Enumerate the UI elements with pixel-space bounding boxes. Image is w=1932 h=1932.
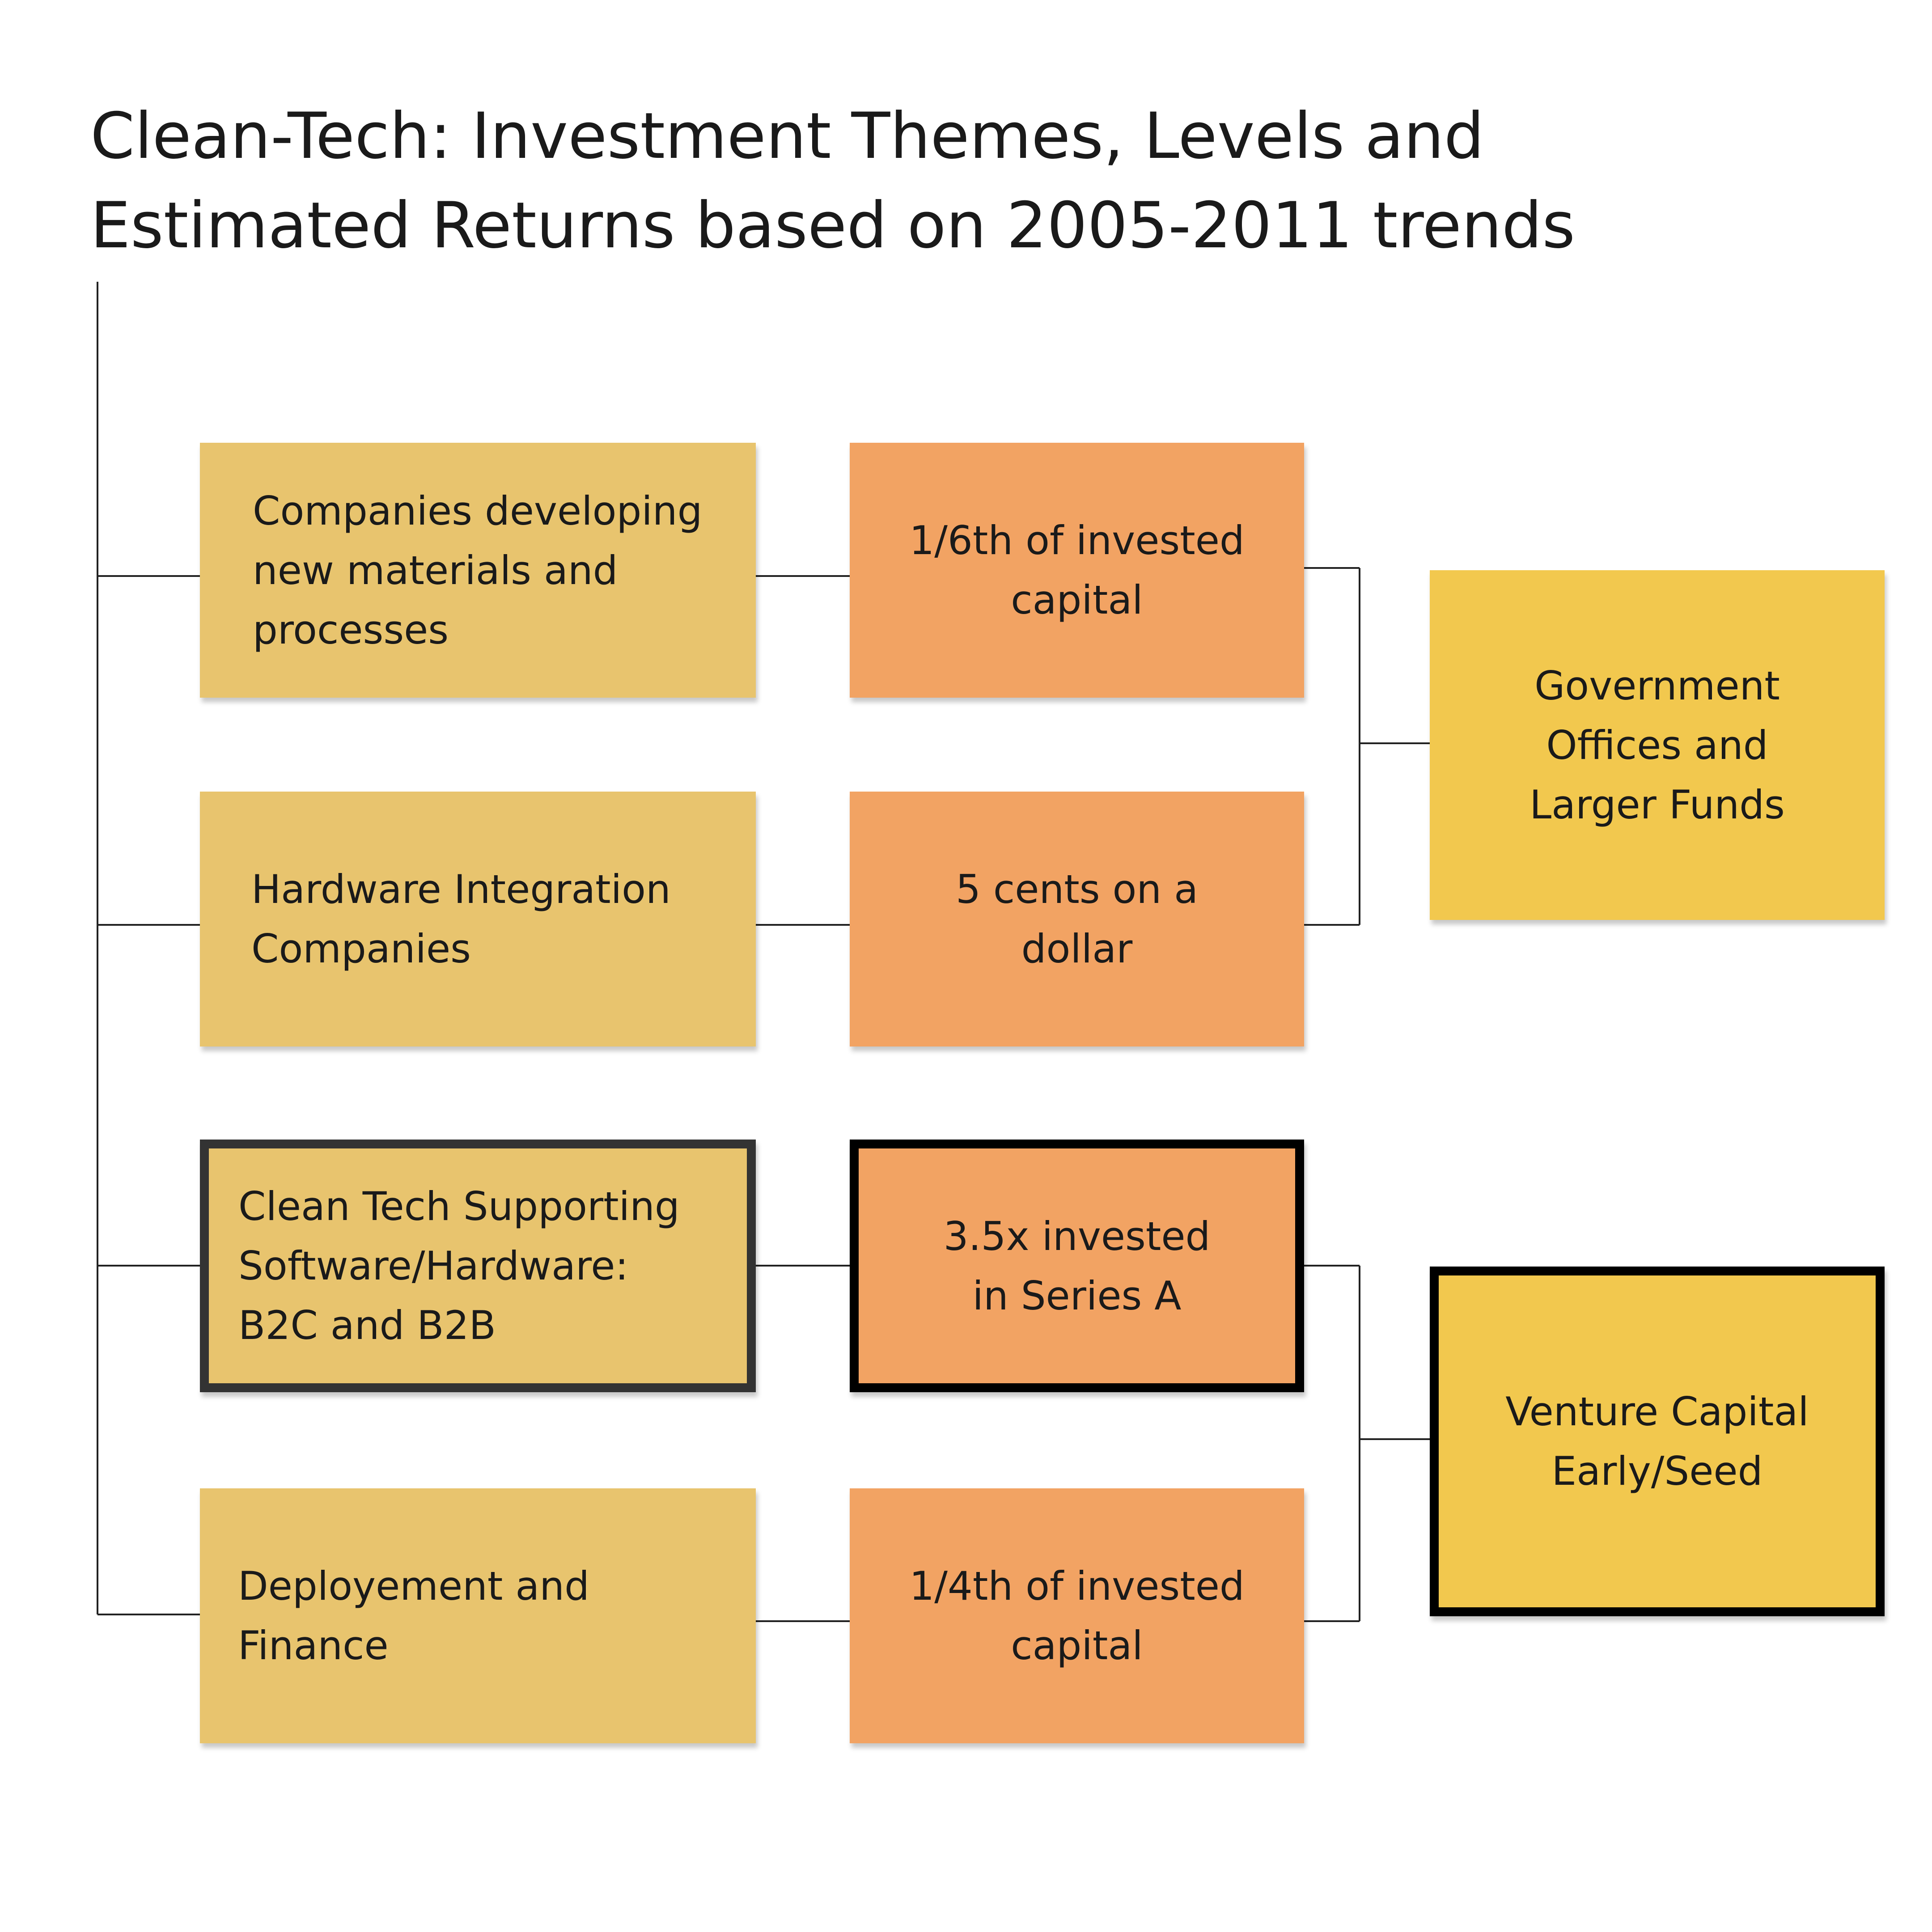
theme-box-text: Companies developing new materials and p… bbox=[253, 481, 702, 660]
level-box-text: 5 cents on a dollar bbox=[956, 860, 1198, 979]
theme-line: new materials and bbox=[253, 547, 618, 593]
investor-box-government: Government Offices and Larger Funds bbox=[1430, 570, 1885, 920]
investor-line: Venture Capital bbox=[1505, 1389, 1809, 1435]
level-line: 1/4th of invested bbox=[909, 1563, 1245, 1609]
investor-line: Early/Seed bbox=[1551, 1448, 1763, 1494]
theme-line: B2C and B2B bbox=[238, 1302, 496, 1348]
level-line: 5 cents on a bbox=[955, 866, 1199, 912]
theme-box-text: Deployement and Finance bbox=[238, 1556, 589, 1675]
level-line: 1/6th of invested bbox=[909, 517, 1245, 564]
level-line: capital bbox=[1011, 1623, 1143, 1669]
investor-line: Larger Funds bbox=[1530, 781, 1785, 828]
theme-line: Finance bbox=[238, 1623, 389, 1669]
level-box-series-a: 3.5x invested in Series A bbox=[850, 1140, 1304, 1392]
theme-box-text: Clean Tech Supporting Software/Hardware:… bbox=[238, 1177, 680, 1355]
theme-line: Companies developing bbox=[253, 487, 703, 534]
level-line: 3.5x invested bbox=[943, 1213, 1211, 1259]
theme-box-supporting-software: Clean Tech Supporting Software/Hardware:… bbox=[200, 1140, 756, 1392]
investor-line: Offices and bbox=[1546, 722, 1768, 768]
investor-box-venture-capital: Venture Capital Early/Seed bbox=[1430, 1267, 1885, 1616]
level-line: in Series A bbox=[972, 1272, 1182, 1319]
level-line: dollar bbox=[1021, 926, 1133, 972]
title-line-1: Clean-Tech: Investment Themes, Levels an… bbox=[90, 99, 1484, 173]
theme-line: Software/Hardware: bbox=[238, 1243, 629, 1289]
diagram-title: Clean-Tech: Investment Themes, Levels an… bbox=[90, 92, 1745, 271]
theme-box-hardware-integration: Hardware Integration Companies bbox=[200, 792, 756, 1046]
theme-line: processes bbox=[253, 606, 449, 653]
theme-box-deployment-finance: Deployement and Finance bbox=[200, 1488, 756, 1743]
investor-line: Government bbox=[1534, 662, 1780, 709]
theme-line: Companies bbox=[251, 926, 471, 972]
investor-box-text: Government Offices and Larger Funds bbox=[1530, 656, 1785, 835]
title-line-2: Estimated Returns based on 2005-2011 tre… bbox=[90, 189, 1576, 263]
level-box-five-cents: 5 cents on a dollar bbox=[850, 792, 1304, 1046]
level-box-text: 1/4th of invested capital bbox=[909, 1556, 1244, 1675]
theme-box-text: Hardware Integration Companies bbox=[251, 860, 671, 979]
theme-line: Hardware Integration bbox=[251, 866, 671, 912]
level-box-text: 3.5x invested in Series A bbox=[944, 1207, 1211, 1326]
investor-box-text: Venture Capital Early/Seed bbox=[1505, 1382, 1809, 1501]
level-box-one-fourth: 1/4th of invested capital bbox=[850, 1488, 1304, 1743]
theme-box-materials: Companies developing new materials and p… bbox=[200, 443, 756, 698]
level-box-one-sixth: 1/6th of invested capital bbox=[850, 443, 1304, 698]
theme-line: Deployement and bbox=[238, 1563, 589, 1609]
level-line: capital bbox=[1011, 577, 1143, 623]
theme-line: Clean Tech Supporting bbox=[238, 1183, 680, 1229]
level-box-text: 1/6th of invested capital bbox=[909, 511, 1244, 630]
